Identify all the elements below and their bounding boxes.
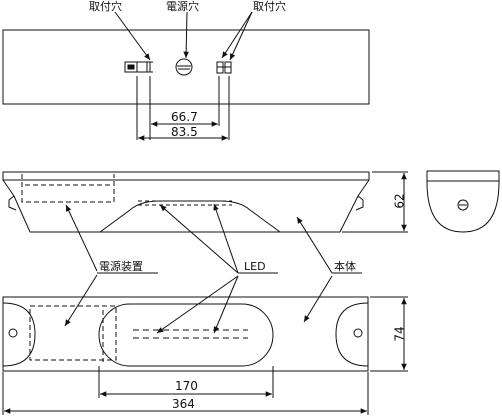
leader-body-up: [296, 216, 333, 274]
leader-body-down: [303, 275, 333, 323]
label-power-hole: 電源穴: [166, 0, 199, 13]
lens-profile: [99, 200, 281, 233]
front-body-outline: [2, 171, 370, 233]
leader-power-unit-up: [65, 204, 98, 272]
end-view-screw: [457, 199, 469, 211]
bottom-end-cap-left: [2, 302, 36, 367]
leader-led-3: [156, 275, 239, 334]
leader-mount-left: [114, 11, 151, 61]
leader-power-unit-down: [64, 274, 98, 327]
dim-text-74: 74: [392, 326, 407, 342]
label-body: 本体: [334, 260, 356, 273]
leader-led-4: [213, 275, 239, 334]
bottom-screw-left: [8, 328, 18, 338]
bottom-lens-outline: [98, 303, 274, 367]
power-unit-hidden: [21, 174, 115, 203]
end-cap-right: [355, 195, 364, 211]
end-view: [426, 170, 500, 233]
label-power-unit: 電源装置: [99, 260, 143, 273]
end-view-outline: [426, 170, 500, 233]
leader-mount-right-a: [221, 11, 253, 59]
leader-mount-right-b: [229, 11, 253, 61]
bottom-led-hidden: [133, 329, 248, 339]
extension-lines-62: [342, 171, 408, 233]
mount-hole-right-shape: [216, 61, 232, 74]
bottom-view: [2, 296, 408, 415]
bottom-power-unit-hidden: [29, 305, 117, 361]
dim-text-62: 62: [392, 193, 407, 209]
end-cap-left: [8, 195, 17, 211]
dim-text-83-5: 83.5: [171, 125, 198, 139]
extension-lines-bottom: [2, 296, 408, 415]
bottom-body-outline: [2, 296, 369, 372]
mount-hole-left-shape: [124, 61, 153, 73]
dim-text-364: 364: [172, 397, 195, 411]
label-led: LED: [244, 260, 266, 273]
label-mount-hole-right: 取付穴: [253, 0, 286, 13]
back-plate-outline: [2, 29, 370, 105]
extension-lines-top: [136, 76, 230, 140]
label-mount-hole-left: 取付穴: [89, 0, 122, 13]
front-view: [2, 171, 408, 233]
bottom-screw-right: [353, 328, 363, 338]
dim-text-170: 170: [175, 379, 198, 393]
leader-led-2: [213, 203, 239, 274]
leader-power-hole: [183, 11, 189, 59]
callout-leaders: [64, 203, 362, 334]
leader-led-1: [159, 204, 239, 274]
bottom-end-cap-right: [335, 302, 369, 367]
dim-text-66-7: 66.7: [171, 110, 198, 124]
power-hole-shape: [175, 58, 193, 76]
top-view: [2, 11, 370, 141]
